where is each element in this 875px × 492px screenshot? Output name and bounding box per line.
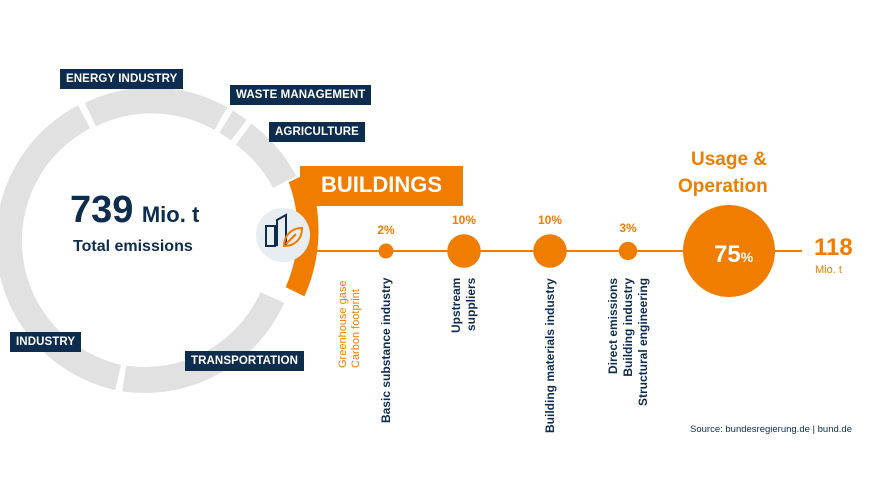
bubble-5 <box>683 205 775 297</box>
usage-value: 118 <box>814 234 853 261</box>
source-note: Source: bundesregierung.de | bund.de <box>690 424 852 435</box>
bubble-3 <box>533 234 567 268</box>
ring-segment-agriculture <box>235 123 297 189</box>
step-label-line: Building materials industry <box>542 278 557 433</box>
building-leaf-icon <box>256 208 310 262</box>
step-label-3: Building materials industry <box>543 278 558 433</box>
tag-agriculture: AGRICULTURE <box>269 122 365 142</box>
usage-unit: Mio. t <box>815 264 842 276</box>
buildings-banner <box>300 166 463 206</box>
step-label-1: Basic substance industry <box>379 278 394 423</box>
bubble-2 <box>447 234 481 268</box>
step-label-line: Basic substance industry <box>378 277 393 423</box>
step-percent-3: 10% <box>537 213 563 228</box>
value-chain-bubbles: 75% <box>378 205 775 297</box>
step-percent-4: 3% <box>619 220 637 235</box>
total-value: 739 Mio. t <box>70 190 199 238</box>
bubble-percent-sign: % <box>741 249 754 265</box>
step-label-line: suppliers <box>464 277 478 331</box>
tag-industry: INDUSTRY <box>10 332 82 352</box>
footprint-label: Greenhouse gase Carbon footprint <box>337 281 363 368</box>
step-label-line: Building industry <box>620 277 635 377</box>
step-label-line: Direct emissions <box>605 277 620 375</box>
usage-title: Usage & Operation <box>678 146 768 200</box>
ring-segment-energy <box>84 87 228 131</box>
buildings-label: BUILDINGS <box>321 172 442 197</box>
tag-energy-industry: ENERGY INDUSTRY <box>60 69 184 89</box>
bubble-4 <box>618 241 638 261</box>
total-label: Total emissions <box>73 238 193 255</box>
footprint-line2: Carbon footprint <box>350 289 362 368</box>
step-percent-2: 10% <box>451 213 477 228</box>
step-percent-1: 2% <box>377 222 395 237</box>
usage-title-line1: Usage & <box>691 149 768 170</box>
tag-transportation: TRANSPORTATION <box>185 351 305 371</box>
ring-segment-waste <box>219 110 247 141</box>
step-label-line: Structural engineering <box>635 277 650 406</box>
step-label-line: Upstream <box>449 277 463 333</box>
building-icon <box>265 213 287 247</box>
tag-waste-management: WASTE MANAGEMENT <box>230 85 372 105</box>
leaf-icon <box>282 226 304 248</box>
bubble-1 <box>378 243 394 259</box>
usage-title-line2: Operation <box>678 176 768 197</box>
ring-segment-industry <box>0 105 122 391</box>
bubble-percent-label: 75% <box>714 241 754 268</box>
bubble-percent-number: 75 <box>714 241 741 268</box>
total-number: 739 <box>70 189 134 231</box>
total-unit: Mio. t <box>141 202 200 227</box>
footprint-line1: Greenhouse gase <box>337 280 349 368</box>
